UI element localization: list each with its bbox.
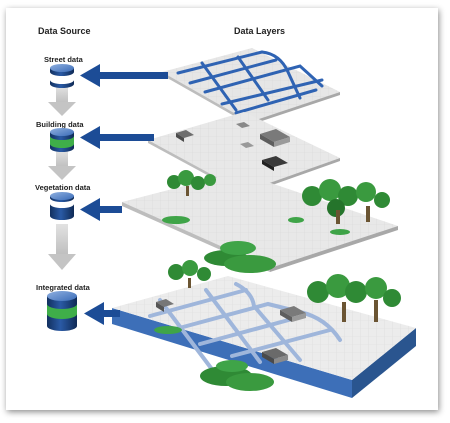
- tree-icon: [168, 260, 211, 288]
- integrated-layer: [112, 260, 416, 398]
- building-icon: [176, 130, 194, 142]
- building-layer: [148, 112, 340, 195]
- flow-arrow-3: [48, 224, 76, 270]
- shrub-icon: [204, 241, 276, 273]
- building-icon: [262, 156, 288, 171]
- data-source-header: Data Source: [38, 26, 91, 36]
- cylinder-vegetation: [50, 192, 74, 220]
- building-icon: [280, 306, 306, 322]
- street-data-label: Street data: [44, 55, 83, 64]
- building-icon: [236, 122, 254, 148]
- vegetation-arrow: [80, 198, 122, 221]
- building-data-label: Building data: [36, 120, 84, 129]
- tree-icon: [302, 179, 390, 224]
- cylinder-building: [50, 128, 74, 152]
- integrated-data-label: Integrated data: [36, 283, 90, 292]
- building-arrow: [80, 126, 154, 149]
- vegetation-data-label: Vegetation data: [35, 183, 91, 192]
- building-icon: [262, 348, 288, 364]
- building-icon: [260, 129, 290, 147]
- shrub-icon: [162, 216, 350, 235]
- vegetation-layer: [122, 170, 398, 273]
- cylinder-integrated: [47, 291, 77, 331]
- integrated-arrow: [84, 302, 120, 325]
- street-layer: [162, 48, 340, 125]
- building-icon: [156, 299, 174, 312]
- flow-arrow-2: [48, 150, 76, 180]
- tree-icon: [307, 274, 401, 322]
- street-arrow: [80, 64, 168, 87]
- data-layers-header: Data Layers: [234, 26, 286, 36]
- flow-arrow-1: [48, 86, 76, 116]
- tree-icon: [167, 170, 216, 196]
- shrub-icon: [154, 326, 274, 391]
- cylinder-street: [50, 64, 74, 88]
